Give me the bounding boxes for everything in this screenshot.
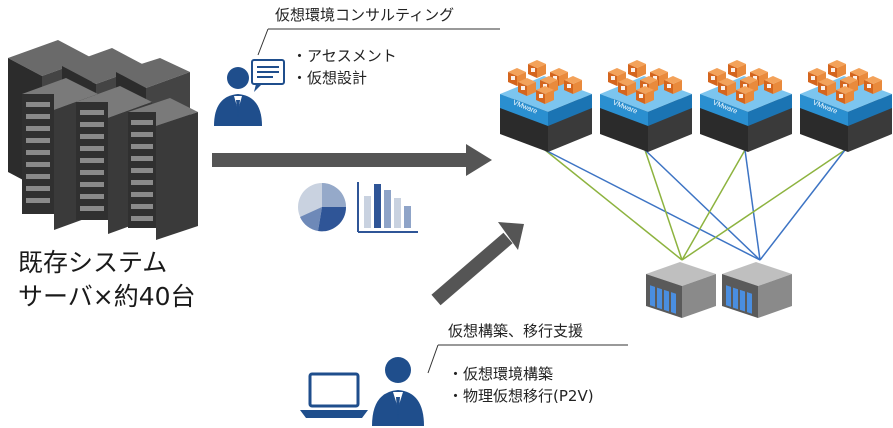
storage-array-2	[722, 262, 792, 318]
legacy-system-label-line1: 既存システム	[18, 248, 168, 277]
consulting-callout-line	[257, 28, 500, 56]
build-arrow	[431, 222, 524, 306]
laptop-icon	[300, 372, 368, 418]
speech-bubble-icon	[251, 59, 285, 92]
storage-array-1	[646, 262, 716, 318]
bar-chart-icon	[357, 182, 418, 233]
consulting-bullet-assessment: ・アセスメント	[292, 47, 397, 65]
migration-arrow	[212, 144, 492, 176]
legacy-system-label-line2: サーバ×約40台	[18, 282, 196, 311]
consulting-title: 仮想環境コンサルティング	[275, 6, 455, 24]
legacy-server-stack	[8, 40, 198, 240]
build-bullet-environment: ・仮想環境構築	[448, 365, 554, 383]
build-callout-line	[427, 344, 628, 374]
network-links	[544, 149, 846, 261]
server-rack-icon	[128, 98, 198, 240]
build-bullet-p2v: ・物理仮想移行(P2V)	[448, 387, 594, 405]
consultant-person-icon	[214, 67, 262, 126]
pie-chart-icon	[298, 183, 347, 232]
build-title: 仮想構築、移行支援	[448, 322, 584, 340]
consulting-bullet-design: ・仮想設計	[292, 69, 368, 87]
engineer-person-icon	[372, 357, 424, 426]
